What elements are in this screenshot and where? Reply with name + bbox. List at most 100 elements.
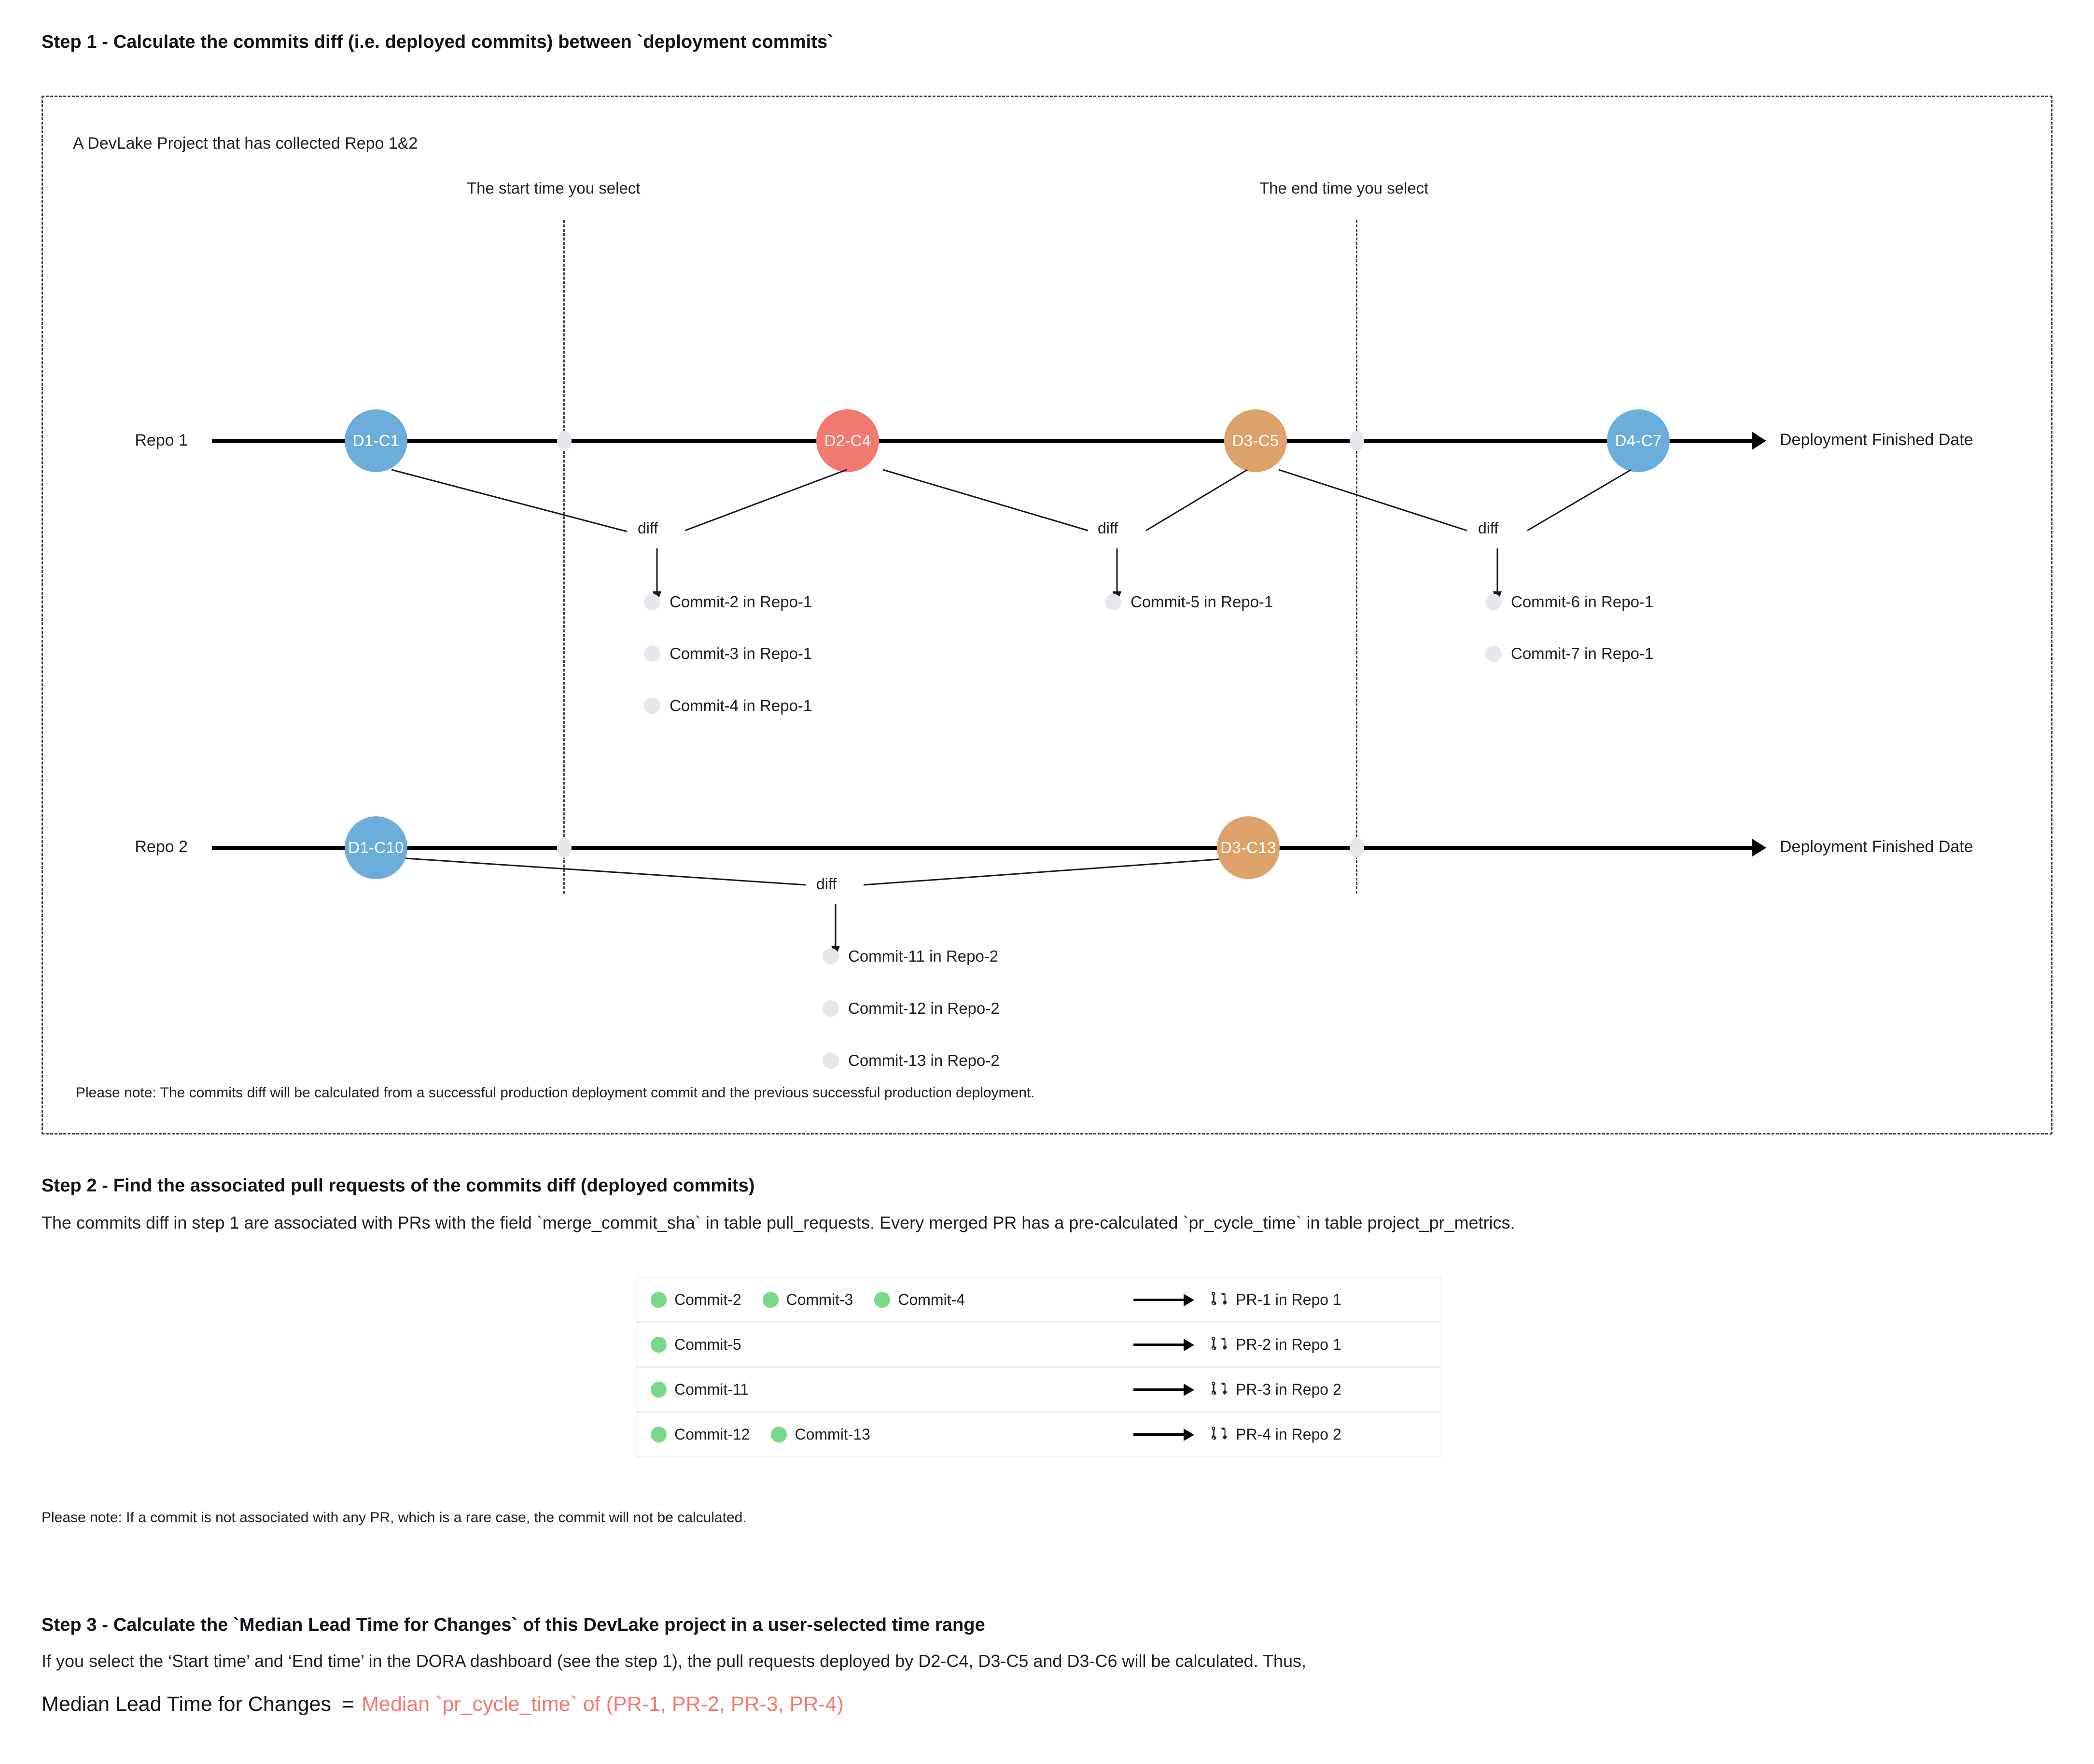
commit-list-item: Commit-5 in Repo-1 (1105, 593, 1273, 611)
commit-list-item: Commit-6 in Repo-1 (1485, 593, 1653, 611)
deploy-node-d1-c1[interactable]: D1-C1 (345, 409, 407, 472)
row-commits: Commit-2 Commit-3 Commit-4 (651, 1291, 1133, 1309)
commit-dot-icon (651, 1427, 667, 1442)
pull-request-icon (1212, 1336, 1227, 1350)
step-2-description: The commits diff in step 1 are associate… (42, 1213, 1515, 1232)
commit-dot-icon (823, 1052, 839, 1069)
start-time-caption: The start time you select (467, 179, 641, 197)
pr-commit-chip: Commit-5 (651, 1336, 741, 1354)
commit-list-item: Commit-13 in Repo-2 (823, 1051, 1000, 1070)
step-3-description: If you select the ‘Start time’ and ‘End … (42, 1651, 1307, 1671)
deploy-node-d3-c5[interactable]: D3-C5 (1224, 409, 1287, 472)
row-pull-request: PR-2 in Repo 1 (1212, 1335, 1341, 1355)
commit-label: Commit-3 in Repo-1 (670, 644, 812, 662)
repo-1-start-marker-dot (557, 431, 572, 451)
table-row[interactable]: Commit-12 Commit-13 PR-4 in Repo 2 (636, 1412, 1441, 1457)
median-lead-time-formula: Median Lead Time for Changes = Median `p… (42, 1693, 844, 1716)
commit-dot-icon (1485, 645, 1502, 662)
commit-dot-icon (874, 1292, 891, 1308)
repo-1-timeline-axis (212, 439, 1752, 443)
commit-list-item: Commit-7 in Repo-1 (1485, 644, 1653, 663)
commit-list-item: Commit-11 in Repo-2 (823, 947, 998, 966)
commit-label: Commit-5 in Repo-1 (1131, 593, 1273, 611)
row-pull-request: PR-3 in Repo 2 (1212, 1380, 1341, 1400)
row-pull-request: PR-1 in Repo 1 (1212, 1290, 1341, 1310)
repo-1-connectors (391, 469, 1632, 957)
repo-2-start-marker-dot (557, 838, 572, 858)
pr-commit-chip: Commit-12 (651, 1426, 750, 1443)
row-commits: Commit-5 (651, 1336, 1133, 1354)
start-time-divider (563, 220, 565, 894)
end-time-divider (1356, 220, 1357, 894)
commit-label: Commit-6 in Repo-1 (1511, 593, 1654, 611)
commit-label: Commit-13 in Repo-2 (848, 1051, 1000, 1069)
pr-commit-chip: Commit-11 (651, 1381, 749, 1399)
commit-label: Commit-7 in Repo-1 (1511, 644, 1654, 662)
maps-to-arrow-icon (1133, 1383, 1197, 1396)
pull-request-icon (1212, 1426, 1227, 1440)
end-time-caption: The end time you select (1259, 179, 1429, 197)
commit-list-item: Commit-12 in Repo-2 (823, 999, 1000, 1018)
commit-dot-icon (1105, 594, 1121, 610)
table-row[interactable]: Commit-5 PR-2 in Repo 1 (636, 1322, 1441, 1367)
deploy-node-d3-c13[interactable]: D3-C13 (1217, 816, 1280, 879)
table-row[interactable]: Commit-11 PR-3 in Repo 2 (636, 1367, 1441, 1412)
formula-left-side: Median Lead Time for Changes (42, 1693, 331, 1716)
pull-request-label: PR-3 in Repo 2 (1236, 1381, 1341, 1398)
formula-right-side: Median `pr_cycle_time` of (PR-1, PR-2, P… (362, 1693, 844, 1716)
repo-2-end-marker-dot (1350, 838, 1364, 858)
diff-label-repo1-group2: diff (1098, 519, 1118, 537)
commit-dot-icon (644, 645, 660, 662)
pr-commit-chip: Commit-2 (651, 1291, 741, 1309)
pr-commit-chip: Commit-4 (874, 1291, 965, 1309)
commit-list-item: Commit-4 in Repo-1 (644, 697, 812, 715)
pull-request-label: PR-4 in Repo 2 (1236, 1426, 1341, 1443)
commit-label: Commit-3 (786, 1291, 853, 1308)
commit-label: Commit-4 (898, 1291, 965, 1308)
commit-dot-icon (644, 594, 660, 610)
pull-request-label: PR-1 in Repo 1 (1236, 1291, 1341, 1308)
deploy-node-d4-c7[interactable]: D4-C7 (1607, 409, 1670, 472)
step-1-heading: Step 1 - Calculate the commits diff (i.e… (42, 32, 834, 52)
row-commits: Commit-12 Commit-13 (651, 1426, 1133, 1443)
repo-1-end-marker-dot (1350, 431, 1364, 451)
step-1-diagram-container: A DevLake Project that has collected Rep… (42, 96, 2052, 1134)
pull-request-icon (1212, 1291, 1227, 1305)
row-commits: Commit-11 (651, 1381, 1133, 1399)
pr-commit-chip: Commit-3 (762, 1291, 853, 1309)
diff-label-repo1-group3: diff (1478, 519, 1499, 537)
project-caption: A DevLake Project that has collected Rep… (73, 134, 418, 153)
commit-label: Commit-13 (795, 1426, 870, 1443)
deploy-node-d1-c10[interactable]: D1-C10 (345, 816, 407, 879)
repo-1-axis-arrowhead (1752, 432, 1766, 450)
commit-label: Commit-2 (674, 1291, 741, 1308)
commit-list-item: Commit-3 in Repo-1 (644, 644, 812, 663)
commit-dot-icon (1485, 594, 1502, 610)
commit-label: Commit-2 in Repo-1 (670, 593, 812, 611)
commit-dot-icon (651, 1337, 667, 1353)
commit-dot-icon (651, 1382, 667, 1398)
commit-dot-icon (762, 1292, 779, 1308)
commit-list-item: Commit-2 in Repo-1 (644, 593, 812, 611)
pr-commit-chip: Commit-13 (771, 1426, 870, 1443)
step-2-note: Please note: If a commit is not associat… (42, 1510, 747, 1526)
step-3-heading: Step 3 - Calculate the `Median Lead Time… (42, 1615, 985, 1635)
maps-to-arrow-icon (1133, 1338, 1197, 1351)
commit-dot-icon (651, 1292, 667, 1308)
commit-to-pr-table: Commit-2 Commit-3 Commit-4 PR-1 in Repo … (636, 1277, 1441, 1457)
table-row[interactable]: Commit-2 Commit-3 Commit-4 PR-1 in Repo … (636, 1277, 1441, 1322)
diff-label-repo2-group1: diff (816, 875, 837, 893)
commit-label: Commit-12 (674, 1426, 750, 1443)
formula-equals-sign: = (341, 1693, 354, 1716)
commit-label: Commit-12 in Repo-2 (848, 999, 1000, 1017)
repo-2-axis-label: Deployment Finished Date (1780, 838, 1973, 856)
pull-request-label: PR-2 in Repo 1 (1236, 1336, 1341, 1353)
repo-2-timeline-axis (212, 846, 1752, 850)
step-2-heading: Step 2 - Find the associated pull reques… (42, 1176, 755, 1196)
commit-label: Commit-11 in Repo-2 (848, 947, 999, 965)
diff-label-repo1-group1: diff (638, 519, 658, 537)
maps-to-arrow-icon (1133, 1428, 1197, 1441)
maps-to-arrow-icon (1133, 1293, 1197, 1306)
row-pull-request: PR-4 in Repo 2 (1212, 1425, 1341, 1444)
deploy-node-d2-c4[interactable]: D2-C4 (816, 409, 879, 472)
